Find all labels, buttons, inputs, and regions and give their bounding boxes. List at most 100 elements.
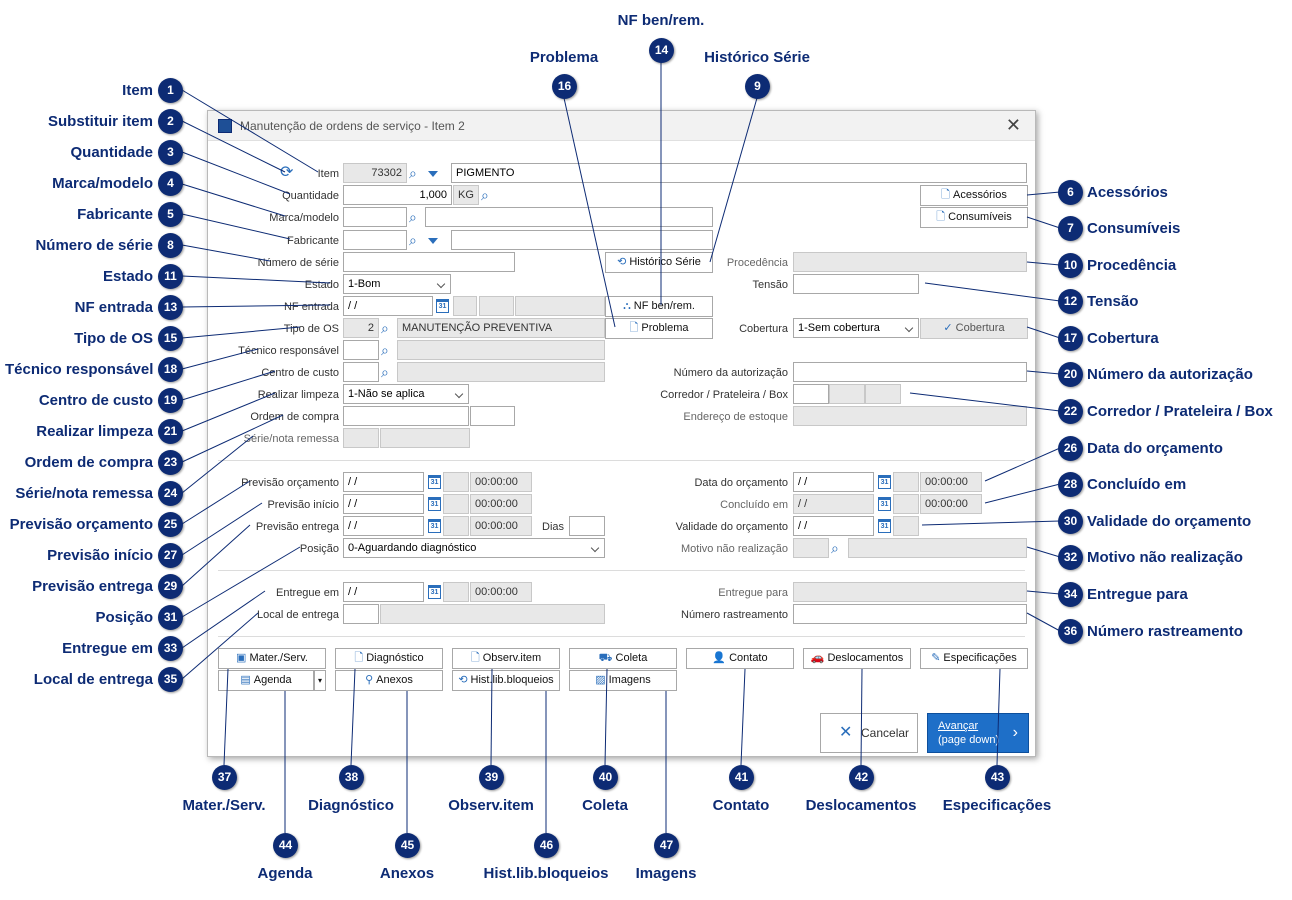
search-icon[interactable]: ⌕ [381,342,389,358]
technician-code-field[interactable] [343,340,379,360]
problem-button[interactable]: 🗋Problema [605,318,713,339]
unblock-history-button[interactable]: ⟲Hist.lib.bloqueios [452,670,560,691]
advance-sublabel: (page down) [938,734,1000,746]
stock-address-label: Endereço de estoque [683,411,788,423]
voltage-field[interactable] [793,274,919,294]
annotation-badge: 31 [158,605,183,630]
annotation-label: Observ.item [448,797,534,814]
quantity-field[interactable]: 1,000 [343,185,452,205]
nf-entry-date-field[interactable]: / / [343,296,433,316]
attachments-button[interactable]: ⚲Anexos [335,670,443,691]
calendar-icon[interactable]: 31 [428,519,441,533]
dropdown-arrow-icon[interactable] [428,238,438,244]
position-select[interactable]: 0-Aguardando diagnóstico [343,538,605,558]
schedule-button[interactable]: ▤Agenda [218,670,314,691]
serial-history-button[interactable]: ⟲Histórico Série [605,252,713,273]
item-description-field[interactable]: PIGMENTO [451,163,1027,183]
aisle-field[interactable] [793,384,829,404]
search-icon[interactable]: ⌕ [831,540,839,556]
trips-button[interactable]: 🚗Deslocamentos [803,648,911,669]
budget-validity-date-field[interactable]: / / [793,516,874,536]
item-notes-button[interactable]: 🗋Observ.item [452,648,560,669]
annotation-badge: 37 [212,765,237,790]
delivered-at-aux-field [443,582,469,602]
budget-forecast-date-field[interactable]: / / [343,472,424,492]
cost-center-code-field[interactable] [343,362,379,382]
annotation-label: Tensão [1087,293,1139,310]
annotation-badge: 1 [158,78,183,103]
search-icon[interactable]: ⌕ [381,364,389,380]
delivery-place-code-field[interactable] [343,604,379,624]
search-icon[interactable]: ⌕ [409,165,417,181]
authorization-number-field[interactable] [793,362,1027,382]
tracking-number-field[interactable] [793,604,1027,624]
calendar-icon[interactable]: 31 [878,475,891,489]
annotation-label: Cobertura [1087,330,1159,347]
annotation-label: Ordem de compra [24,454,153,471]
annotation-label: Estado [102,268,153,285]
brand-model-label: Marca/modelo [269,212,339,224]
days-field[interactable] [569,516,605,536]
cleaning-select[interactable]: 1-Não se aplica [343,384,469,404]
delivered-at-date-field[interactable]: / / [343,582,424,602]
search-icon[interactable]: ⌕ [481,187,489,203]
annotation-label: Centro de custo [38,392,153,409]
calendar-icon[interactable]: 31 [878,497,891,511]
search-icon[interactable]: ⌕ [409,232,417,248]
calendar-icon[interactable]: 31 [878,519,891,533]
dropdown-arrow-icon[interactable] [428,171,438,177]
search-icon[interactable]: ⌕ [381,320,389,336]
nf-ben-rem-button[interactable]: ⛬NF ben/rem. [605,296,713,317]
schedule-dropdown-button[interactable]: ▾ [314,670,326,691]
manufacturer-code-field[interactable] [343,230,407,250]
calendar-icon[interactable]: 31 [436,299,449,313]
brand-model-desc-field[interactable] [425,207,713,227]
annotation-label: Motivo não realização [1087,549,1243,566]
annotation-label: Agenda [257,865,313,882]
cancel-button[interactable]: ✕Cancelar [820,713,918,753]
shelf-field [829,384,865,404]
state-select[interactable]: 1-Bom [343,274,451,294]
manufacturer-desc-field[interactable] [451,230,713,250]
coverage-button[interactable]: ✓Cobertura [920,318,1028,339]
annotation-label: Validade do orçamento [1087,513,1252,530]
budget-date-label: Data do orçamento [694,477,788,489]
diagnosis-button[interactable]: 🗋Diagnóstico [335,648,443,669]
specifications-button[interactable]: ✎Especificações [920,648,1028,669]
accessories-button[interactable]: 🗋Acessórios [920,185,1028,206]
brand-model-code-field[interactable] [343,207,407,227]
annotation-badge: 21 [158,419,183,444]
close-icon[interactable]: ✕ [1005,115,1021,135]
annotation-label: Entregue para [1087,586,1188,603]
annotation-label: Técnico responsável [5,361,154,378]
start-forecast-date-field[interactable]: / / [343,494,424,514]
contact-button[interactable]: 👤Contato [686,648,794,669]
title-bar: Manutenção de ordens de serviço - Item 2… [208,111,1035,141]
origin-label: Procedência [726,257,788,269]
materials-services-button[interactable]: ▣Mater./Serv. [218,648,326,669]
annotation-label: Histórico Série [704,49,810,66]
search-icon[interactable]: ⌕ [409,209,417,225]
calendar-icon[interactable]: 31 [428,497,441,511]
purchase-order-field[interactable] [343,406,469,426]
serial-number-field[interactable] [343,252,515,272]
os-type-code-field[interactable]: 2 [343,318,379,338]
budget-date-field[interactable]: / / [793,472,874,492]
item-code-field[interactable]: 73302 [343,163,407,183]
images-button[interactable]: ▨Imagens [569,670,677,691]
stock-address-field [793,406,1027,426]
advance-button[interactable]: Avançar (page down) › [927,713,1029,753]
delivery-forecast-date-field[interactable]: / / [343,516,424,536]
pickup-button[interactable]: ⛟Coleta [569,648,677,669]
consumables-button[interactable]: 🗋Consumíveis [920,207,1028,228]
nf-entry-label: NF entrada [283,301,339,313]
annotation-badge: 33 [158,636,183,661]
history-icon: ⟲ [458,674,468,686]
coverage-select[interactable]: 1-Sem cobertura [793,318,919,338]
annotation-label: Hist.lib.bloqueios [483,865,609,882]
annotation-badge: 44 [273,833,298,858]
calendar-icon[interactable]: 31 [428,475,441,489]
calendar-icon[interactable]: 31 [428,585,441,599]
delivery-forecast-time-field: 00:00:00 [470,516,532,536]
purchase-order-item-field[interactable] [470,406,515,426]
